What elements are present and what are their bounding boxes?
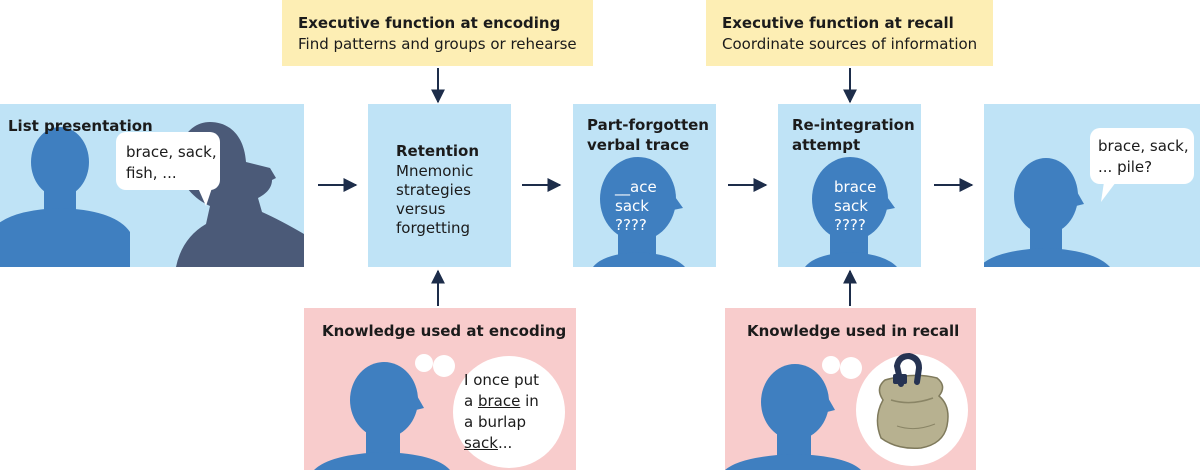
trace-word-2: sack: [615, 197, 649, 215]
speech-bubble: [116, 132, 220, 206]
list-presentation-panel: List presentation brace, sack, fish, ...: [0, 104, 304, 267]
part-forgotten-title-line2: verbal trace: [587, 136, 690, 154]
list-speech-line1: brace, sack,: [126, 143, 217, 161]
thought-bubble: [415, 354, 565, 468]
underlined-brace: brace: [477, 392, 521, 410]
final-recall-illustration: [984, 128, 1194, 267]
knowledge-encoding-panel: Knowledge used at encoding I once put a …: [304, 308, 576, 470]
reintegration-word-2: sack: [834, 197, 868, 215]
final-speech-line2: ... pile?: [1098, 158, 1153, 176]
knowledge-encoding-illustration: [314, 354, 565, 470]
listener-head-icon: [0, 127, 130, 267]
thought-line3: a burlap: [464, 413, 527, 431]
thought-line4: sack...: [464, 434, 513, 452]
brace-icon: [893, 352, 923, 387]
executive-function-recall-box: Executive function at recall Coordinate …: [706, 0, 993, 66]
thought-line2: a brace in: [464, 392, 539, 410]
retention-line2: strategies: [396, 181, 471, 199]
reintegration-head-icon: [805, 157, 897, 267]
thinking-head-icon: [314, 362, 450, 470]
list-speech-line2: fish, ...: [126, 164, 177, 182]
list-presentation-title: List presentation: [8, 117, 153, 135]
thinking-head-icon: [725, 364, 861, 470]
knowledge-recall-illustration: [725, 352, 968, 470]
trace-word-3: ????: [615, 216, 647, 234]
two-heads-illustration: [0, 122, 304, 267]
part-forgotten-title-line1: Part-forgotten: [587, 116, 709, 134]
speech-bubble: [1090, 128, 1194, 202]
knowledge-encoding-title: Knowledge used at encoding: [322, 322, 567, 340]
burlap-sack-icon: [876, 374, 949, 450]
retention-line4: forgetting: [396, 219, 471, 237]
retention-title: Retention: [396, 142, 480, 160]
executive-encoding-title: Executive function at encoding: [298, 14, 561, 32]
knowledge-recall-panel: Knowledge used in recall: [725, 308, 976, 470]
retention-line3: versus: [396, 200, 446, 218]
trace-word-1: __ace: [615, 178, 657, 196]
executive-recall-subtitle: Coordinate sources of information: [722, 35, 978, 53]
part-forgotten-panel: Part-forgotten verbal trace __ace sack ?…: [573, 104, 716, 267]
part-forgotten-head-icon: [593, 157, 685, 267]
underlined-sack: sack: [464, 434, 498, 452]
knowledge-recall-title: Knowledge used in recall: [747, 322, 960, 340]
retention-line1: Mnemonic: [396, 162, 474, 180]
retention-panel: Retention Mnemonic strategies versus for…: [368, 104, 511, 267]
reintegration-title-line1: Re-integration: [792, 116, 915, 134]
thought-line1: I once put: [464, 371, 540, 389]
reintegration-title-line2: attempt: [792, 136, 861, 154]
recalling-head-icon: [984, 158, 1110, 267]
final-speech-line1: brace, sack,: [1098, 137, 1189, 155]
reintegration-word-3: ????: [834, 216, 866, 234]
final-recall-panel: brace, sack, ... pile?: [984, 104, 1200, 267]
reintegration-word-1: brace: [834, 178, 877, 196]
executive-encoding-subtitle: Find patterns and groups or rehearse: [298, 35, 577, 53]
reintegration-panel: Re-integration attempt brace sack ????: [778, 104, 921, 267]
executive-function-encoding-box: Executive function at encoding Find patt…: [282, 0, 593, 66]
executive-recall-title: Executive function at recall: [722, 14, 954, 32]
